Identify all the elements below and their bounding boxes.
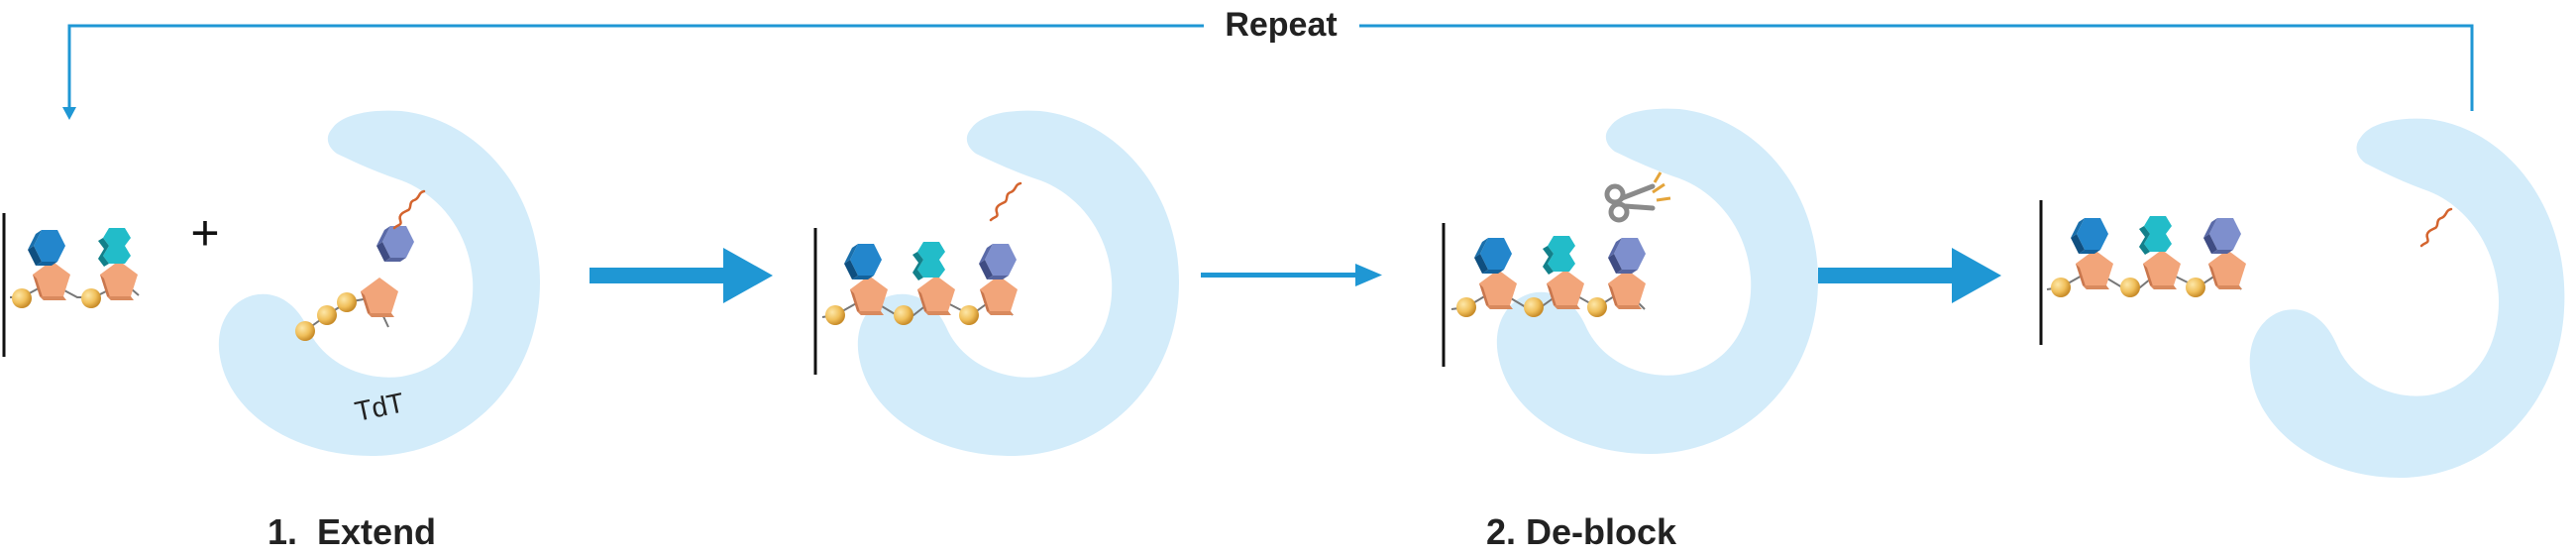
arrow-extend — [590, 248, 773, 303]
enzyme-body — [1496, 108, 1818, 454]
phosphate — [1456, 297, 1476, 317]
step-1-label: 1. Extend — [268, 511, 436, 552]
panel-4 — [2039, 118, 2565, 478]
dna-strand-1 — [2, 213, 140, 357]
base-blue — [28, 230, 65, 266]
enzyme-body — [2249, 118, 2565, 478]
phosphate — [81, 288, 101, 308]
enzyme-body — [857, 110, 1179, 456]
repeat-loop-line — [67, 24, 1204, 111]
plus-sign: + — [190, 205, 219, 261]
repeat-loop-arrowhead — [62, 107, 76, 120]
base-teal — [2139, 216, 2172, 255]
sugar — [2208, 250, 2246, 289]
base-blue — [844, 244, 882, 279]
phosphate — [959, 305, 979, 325]
incoming-nucleotide — [295, 189, 426, 341]
cleaved-blocking-group — [2419, 207, 2453, 248]
phosphate — [1524, 297, 1544, 317]
arrow-deblock — [1201, 264, 1382, 286]
blocking-group — [989, 181, 1022, 222]
panel-3 — [1442, 108, 1818, 454]
phosphate — [317, 305, 337, 325]
phosphate — [825, 305, 845, 325]
dna-strand-2 — [813, 181, 1022, 375]
tdt-enzyme — [857, 110, 1179, 456]
phosphate — [12, 288, 32, 308]
sugar — [980, 276, 1018, 315]
tdt-enzyme — [1496, 108, 1818, 454]
sugar — [33, 261, 70, 300]
arrow-release — [1818, 248, 2001, 303]
phosphate — [2051, 278, 2071, 297]
base-blue — [1474, 238, 1512, 274]
panel-1: + TdT — [2, 110, 541, 456]
base-teal — [98, 228, 131, 267]
scissors-icon — [1604, 171, 1671, 223]
repeat-loop: Repeat — [62, 6, 2474, 120]
base-blue — [2071, 218, 2108, 254]
base-lavender — [979, 244, 1017, 279]
base-lavender — [376, 226, 414, 262]
sugar — [1479, 270, 1517, 309]
dna-strand-4 — [2039, 200, 2246, 345]
phosphate — [295, 321, 315, 341]
repeat-loop-line-right — [1359, 24, 2474, 111]
blocking-group — [392, 189, 426, 230]
sugar — [361, 278, 398, 317]
sugar — [100, 261, 138, 300]
base-teal — [912, 242, 945, 280]
phosphate — [2120, 278, 2140, 297]
base-lavender — [2203, 218, 2241, 254]
base-teal — [1543, 236, 1575, 275]
phosphate — [894, 305, 913, 325]
step-2-label: 2. De-block — [1486, 511, 1677, 552]
repeat-label: Repeat — [1225, 6, 1337, 44]
sugar — [2143, 250, 2181, 289]
phosphate — [2186, 278, 2205, 297]
tdt-enzyme — [2249, 118, 2565, 478]
phosphate — [337, 292, 357, 312]
dna-strand-3 — [1442, 223, 1646, 367]
phosphate — [1587, 297, 1607, 317]
sugar — [2076, 250, 2113, 289]
base-lavender — [1608, 238, 1646, 274]
panel-2 — [813, 110, 1179, 456]
